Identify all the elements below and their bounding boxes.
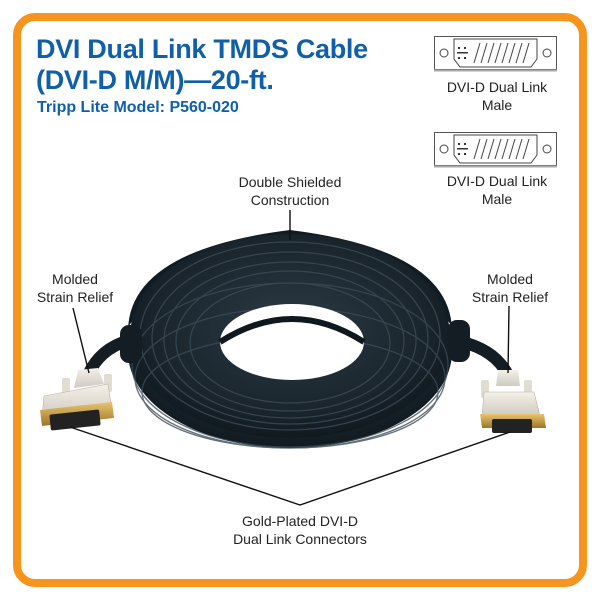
callout-lines bbox=[69, 210, 511, 506]
label-line: Dual Link Connectors bbox=[233, 531, 367, 547]
model-number: Tripp Lite Model: P560-020 bbox=[37, 99, 239, 116]
callout-strain-relief-right: Molded Strain Relief bbox=[455, 270, 565, 306]
callout-double-shielded: Double Shielded Construction bbox=[210, 173, 370, 209]
label-line: Male bbox=[481, 97, 513, 113]
label-line: Gold-Plated DVI-D bbox=[242, 513, 358, 529]
dvi-connector-icon bbox=[434, 132, 557, 168]
label-line: DVI-D Dual Link bbox=[446, 79, 548, 95]
label-line: Construction bbox=[250, 192, 330, 208]
connector-legend-label-2: DVI-D Dual Link Male bbox=[430, 172, 564, 208]
label-line: Strain Relief bbox=[36, 289, 114, 305]
dvi-connector-icon bbox=[434, 36, 557, 72]
label-line: Double Shielded bbox=[238, 174, 342, 190]
title-line-2: (DVI-D M/M)—20-ft. bbox=[36, 65, 274, 95]
label-line: Molded bbox=[487, 271, 533, 287]
callout-strain-relief-left: Molded Strain Relief bbox=[20, 270, 130, 306]
cable-coil bbox=[128, 230, 452, 449]
title-line-1: DVI Dual Link TMDS Cable bbox=[36, 34, 368, 64]
label-line: DVI-D Dual Link bbox=[446, 173, 548, 189]
callout-gold-plated-connectors: Gold-Plated DVI-D Dual Link Connectors bbox=[200, 512, 400, 548]
connector-legend-label-1: DVI-D Dual Link Male bbox=[430, 78, 564, 114]
label-line: Strain Relief bbox=[471, 289, 549, 305]
label-line: Male bbox=[481, 191, 513, 207]
label-line: Molded bbox=[52, 271, 98, 287]
product-title: DVI Dual Link TMDS Cable (DVI-D M/M)—20-… bbox=[36, 34, 368, 96]
dvi-connector-right bbox=[480, 370, 546, 433]
dvi-connector-left bbox=[40, 368, 114, 431]
